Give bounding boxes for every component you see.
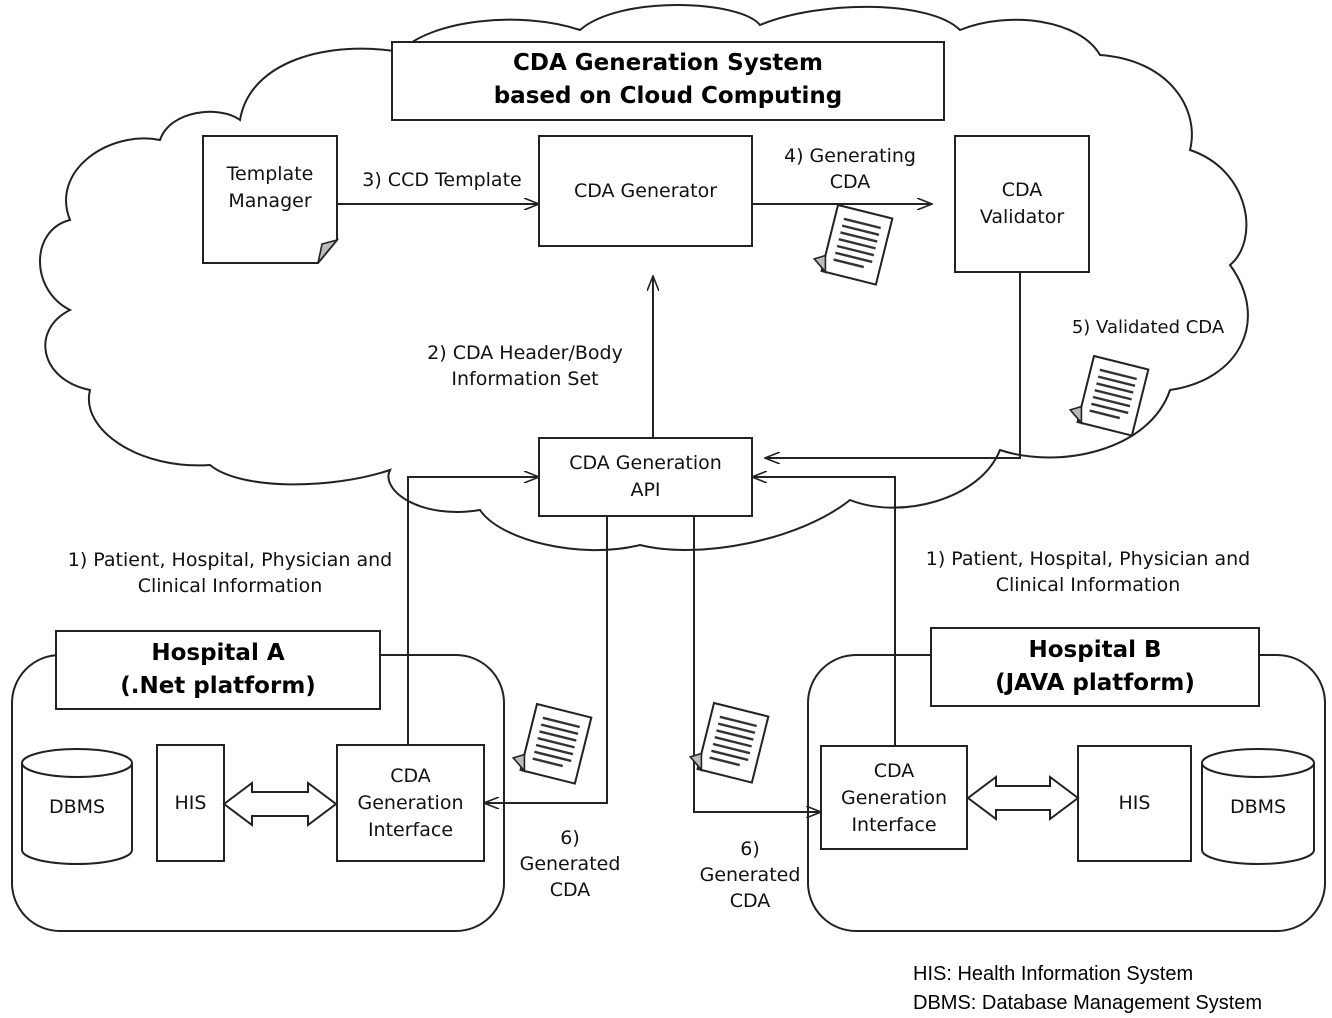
step4-line1: 4) Generating <box>784 145 916 167</box>
hospital-a-dbms: DBMS <box>48 795 106 818</box>
cda-generator-box <box>538 135 753 247</box>
arrow-hospital-a-to-api <box>407 477 539 745</box>
document-icon <box>686 699 770 784</box>
cda-validator-line2: Validator <box>979 206 1065 228</box>
cda-generator: CDA Generator <box>573 179 718 202</box>
cda-generation-api-line2: API <box>630 479 661 501</box>
hospital-b-title-box <box>930 627 1260 707</box>
system-title-line1: CDA Generation System <box>513 50 823 76</box>
cda-generation-api-line1: CDA Generation <box>569 452 722 474</box>
hospital-b-title-line2: (JAVA platform) <box>995 670 1195 696</box>
hospital-b-his: HIS <box>1118 791 1151 814</box>
hospital-b-interface-line2: Generation <box>841 786 947 809</box>
template-manager-line2: Manager <box>228 190 312 212</box>
cda-generation-api: CDA Generation API <box>539 449 752 505</box>
step6-right-line1: 6) <box>740 838 760 860</box>
legend-dbms: DBMS: Database Management System <box>913 992 1263 1014</box>
document-icon <box>509 700 593 785</box>
step1-left-line2: Clinical Information <box>137 575 323 597</box>
cda-generation-api-box <box>538 437 753 517</box>
step3-label: 3) CCD Template <box>362 169 522 191</box>
system-title-line2: based on Cloud Computing <box>493 83 843 109</box>
hospital-a-interface-line2: Generation <box>357 791 464 814</box>
cda-validator-box <box>954 135 1090 273</box>
step6-left-line3: CDA <box>549 879 591 901</box>
hospital-a-title: Hospital A (.Net platform) <box>56 637 380 703</box>
hospital-a-interface-line3: Interface <box>367 818 454 841</box>
step2-line2: Information Set <box>451 368 599 390</box>
hospital-a-his: HIS <box>174 791 207 814</box>
step2-line1: 2) CDA Header/Body <box>427 342 623 364</box>
database-icon <box>1201 748 1315 865</box>
step5-label: 5) Validated CDA <box>1071 317 1225 338</box>
legend-his: HIS: Health Information System <box>913 963 1194 985</box>
template-manager: Template Manager <box>203 160 337 216</box>
interface-box-b <box>820 745 968 850</box>
legend: HIS: Health Information System DBMS: Dat… <box>913 960 1262 1018</box>
step6-right-line3: CDA <box>729 890 771 912</box>
hospital-b-title-line1: Hospital B <box>1028 637 1162 663</box>
step1-right-line2: Clinical Information <box>995 574 1181 596</box>
arrow-validated-cda <box>765 272 1021 458</box>
step6-left-label: 6) Generated CDA <box>510 825 630 903</box>
interface-box-a <box>336 744 485 862</box>
step1-right-line1: 1) Patient, Hospital, Physician and <box>925 548 1251 570</box>
step2-label: 2) CDA Header/Body Information Set <box>410 340 640 392</box>
arrow-api-to-hospital-a <box>484 516 608 803</box>
hospital-b-interface-line1: CDA <box>873 759 915 782</box>
hospital-b-interface: CDA Generation Interface <box>821 756 967 840</box>
template-manager-line1: Template <box>226 163 314 185</box>
database-icon <box>21 748 133 865</box>
hospital-a-interface-line1: CDA <box>390 764 431 787</box>
hospital-b-dbms: DBMS <box>1229 795 1287 818</box>
system-title: CDA Generation System based on Cloud Com… <box>392 47 944 113</box>
cda-validator-line1: CDA <box>1001 179 1043 201</box>
bidirectional-arrow-icon <box>966 775 1080 821</box>
step6-right-label: 6) Generated CDA <box>690 836 810 914</box>
hospital-b-interface-line3: Interface <box>851 813 937 836</box>
step6-left-line1: 6) <box>560 827 580 849</box>
step1-left-line1: 1) Patient, Hospital, Physician and <box>67 549 393 571</box>
system-title-box <box>391 41 945 121</box>
step6-right-line2: Generated <box>699 864 801 886</box>
hospital-a-title-line2: (.Net platform) <box>120 673 316 699</box>
hospital-a-title-box <box>55 630 381 710</box>
step1-left-label: 1) Patient, Hospital, Physician and Clin… <box>45 547 415 599</box>
cloud-shape <box>39 4 1249 552</box>
cda-validator: CDA Validator <box>955 176 1089 232</box>
step4-label: 4) Generating CDA <box>770 143 930 195</box>
hospital-a-title-line1: Hospital A <box>151 640 285 666</box>
step6-left-line2: Generated <box>519 853 621 875</box>
arrow-api-to-hospital-b <box>693 516 821 812</box>
step1-right-label: 1) Patient, Hospital, Physician and Clin… <box>903 546 1273 598</box>
arrow-hospital-b-to-api <box>752 477 896 746</box>
hospital-a-interface: CDA Generation Interface <box>337 761 484 845</box>
his-box-b <box>1077 745 1192 862</box>
step4-line2: CDA <box>829 171 871 193</box>
hospital-b-title: Hospital B (JAVA platform) <box>931 634 1259 700</box>
his-box-a <box>156 744 225 862</box>
bidirectional-arrow-icon <box>222 781 338 827</box>
